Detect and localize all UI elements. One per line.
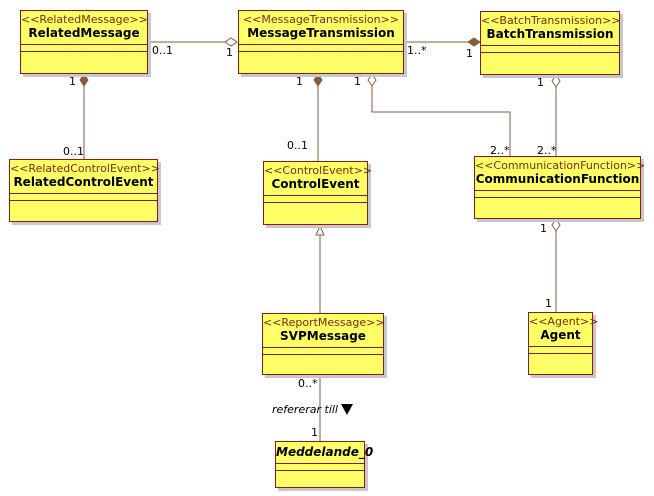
stereotype-label: <<RelatedControlEvent>> [10,162,160,175]
multiplicity-label: 1 [540,222,547,235]
operations-compartment [21,52,147,58]
operations-compartment [529,354,592,360]
reading-direction-triangle [341,404,353,415]
stereotype-label: <<ReportMessage>> [263,316,385,329]
multiplicity-label: 1 [545,297,552,310]
multiplicity-label: 1 [69,75,76,88]
multiplicity-label: 1..* [407,44,427,57]
operations-compartment [264,203,367,209]
stereotype-label: <<RelatedMessage>> [21,13,148,26]
class-name: Agent [540,328,581,342]
multiplicity-label: 2..* [537,144,557,157]
class-message-transmission[interactable]: <<MessageTransmission>> MessageTransmiss… [238,10,404,74]
class-name: BatchTransmission [486,27,614,41]
class-related-message[interactable]: <<RelatedMessage>> RelatedMessage [20,10,148,74]
attributes-compartment [21,45,147,52]
multiplicity-label: 1 [296,75,303,88]
assoc-messagetransmission-communicationfunction [371,86,511,156]
aggregation-diamond [224,37,238,47]
multiplicity-label: 0..* [298,377,318,390]
class-name: Meddelande_0 [276,445,374,459]
multiplicity-label: 2..* [490,144,510,157]
composition-diamond [79,73,89,87]
stereotype-label: <<Agent>> [529,315,599,328]
multiplicity-label: 1 [311,426,318,439]
operations-compartment [475,198,640,204]
class-batch-transmission[interactable]: <<BatchTransmission>> BatchTransmission [480,11,621,75]
operations-compartment [263,355,383,361]
composition-diamond [467,37,481,47]
multiplicity-label: 0..1 [287,139,308,152]
operations-compartment [239,52,403,58]
aggregation-diamond [367,73,377,87]
attributes-compartment [10,194,157,201]
attributes-compartment [529,347,592,354]
attributes-compartment [276,464,364,471]
attributes-compartment [263,348,383,355]
operations-compartment [481,53,619,59]
stereotype-label: <<ControlEvent>> [264,164,373,177]
stereotype-label: <<CommunicationFunction>> [475,159,646,172]
aggregation-diamond [551,218,561,232]
class-name: ControlEvent [271,177,360,191]
multiplicity-label: 1 [354,75,361,88]
class-related-control-event[interactable]: <<RelatedControlEvent>> RelatedControlEv… [9,159,160,222]
multiplicity-label: 1 [466,47,473,60]
attributes-compartment [475,191,640,198]
multiplicity-label: 0..1 [63,145,84,158]
multiplicity-label: 0..1 [152,44,173,57]
multiplicity-label: 1 [226,46,233,59]
class-name: RelatedMessage [28,26,140,40]
multiplicity-label: 1 [537,76,544,89]
class-name: RelatedControlEvent [13,175,154,189]
class-communication-function[interactable]: <<CommunicationFunction>> CommunicationF… [474,156,646,219]
composition-diamond [313,73,323,87]
class-name: CommunicationFunction [475,172,640,186]
stereotype-label: <<BatchTransmission>> [481,14,621,27]
aggregation-diamond [551,74,561,88]
class-meddelande[interactable]: Meddelande_0 [275,441,374,488]
generalization-arrowhead [315,224,325,236]
class-control-event[interactable]: <<ControlEvent>> ControlEvent [263,161,373,225]
operations-compartment [276,471,364,477]
stereotype-label: <<MessageTransmission>> [242,13,400,26]
class-svp-message[interactable]: <<ReportMessage>> SVPMessage [262,313,385,375]
operations-compartment [10,201,157,207]
class-agent[interactable]: <<Agent>> Agent [528,312,599,375]
class-name: MessageTransmission [247,26,395,40]
attributes-compartment [481,46,619,53]
attributes-compartment [239,45,403,52]
attributes-compartment [264,196,367,203]
class-name: SVPMessage [280,329,366,343]
association-label: refererar till [272,403,338,416]
